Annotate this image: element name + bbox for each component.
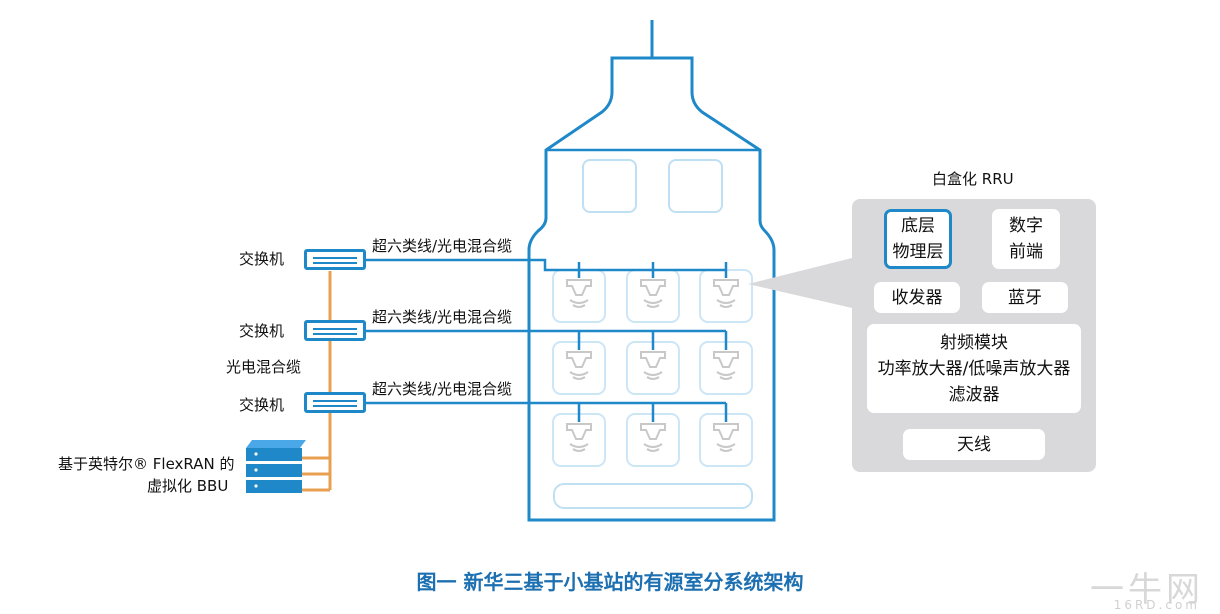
switch-icon <box>304 249 366 270</box>
cable-label: 超六类线/光电混合缆 <box>372 380 513 398</box>
bbu-server-icon <box>246 440 306 493</box>
rf-line2: 功率放大器/低噪声放大器 <box>877 358 1071 379</box>
digital-frontend-box: 数字 前端 <box>992 209 1060 269</box>
baseband-line1: 底层 <box>901 216 935 236</box>
watermark-logo: 一牛网 <box>1090 570 1204 610</box>
switch-icon <box>304 320 366 341</box>
baseband-phy-box: 底层 物理层 <box>884 209 952 269</box>
rf-line3: 滤波器 <box>948 384 1000 405</box>
orange-cables <box>302 271 332 492</box>
antenna-box: 天线 <box>903 429 1045 460</box>
rf-line1: 射频模块 <box>940 332 1008 353</box>
figure-caption: 图一 新华三基于小基站的有源室分系统架构 <box>0 566 1220 595</box>
switch-label: 交换机 <box>239 396 285 414</box>
blue-cables <box>366 258 728 422</box>
switch-label: 交换机 <box>239 322 285 340</box>
rru-callout <box>748 258 852 308</box>
cable-label: 超六类线/光电混合缆 <box>372 308 513 326</box>
rru-title: 白盒化 RRU <box>932 170 1014 188</box>
watermark-url: 16RD.com <box>1113 598 1200 612</box>
transceiver-box: 收发器 <box>874 282 960 313</box>
rru-panel: 底层 物理层 数字 前端 收发器 蓝牙 射频模块 功率放大器/低噪声放大器 滤波… <box>852 199 1096 472</box>
rf-module-box: 射频模块 功率放大器/低噪声放大器 滤波器 <box>867 324 1081 413</box>
bbu-label-line1: 基于英特尔® FlexRAN 的 <box>58 455 235 473</box>
bbu-label-line2: 虚拟化 BBU <box>147 477 229 495</box>
hybrid-cable-label: 光电混合缆 <box>226 358 302 376</box>
baseband-line2: 物理层 <box>892 242 944 262</box>
caption-text: 新华三基于小基站的有源室分系统架构 <box>463 570 804 594</box>
building-outline <box>527 20 776 522</box>
switch-icon <box>304 392 366 413</box>
switch-label: 交换机 <box>239 250 285 268</box>
small-cell-slots <box>552 269 753 467</box>
caption-prefix: 图一 <box>416 570 457 594</box>
digital-line1: 数字 <box>1009 216 1043 236</box>
digital-line2: 前端 <box>1009 242 1043 262</box>
cable-label: 超六类线/光电混合缆 <box>372 237 513 255</box>
upper-windows <box>553 159 753 509</box>
small-cell-icons <box>566 279 739 452</box>
bluetooth-box: 蓝牙 <box>982 282 1068 313</box>
